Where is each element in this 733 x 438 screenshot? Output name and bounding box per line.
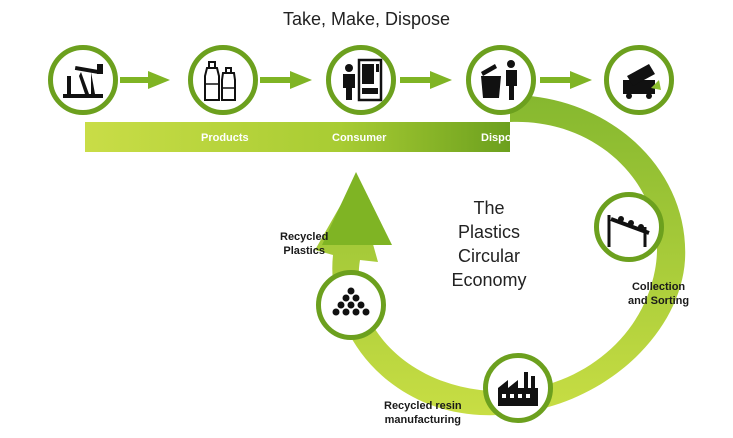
chevron-4 <box>570 71 592 89</box>
factory-icon <box>483 353 553 423</box>
center-title-line2: Plastics <box>457 222 520 242</box>
label-collection-sorting: Collection and Sorting <box>628 280 689 308</box>
chevron-2 <box>290 71 312 89</box>
stage-label-dispose: Dispose <box>481 132 524 144</box>
label-recycled-resin: Recycled resin manufacturing <box>384 399 462 427</box>
stage-label-consumer: Consumer <box>332 132 387 144</box>
center-title: The Plastics Circular Economy <box>430 196 548 292</box>
stage-label-products: Products <box>201 132 249 144</box>
page-title: Take, Make, Dispose <box>282 9 451 29</box>
label-collection-line1: Collection <box>631 281 686 293</box>
center-title-line3: Circular <box>457 246 520 266</box>
conveyor-icon <box>594 192 664 262</box>
label-recycled-plastics: Recycled Plastics <box>280 230 328 258</box>
ring-arrowhead <box>322 172 392 245</box>
vending-machine-icon <box>326 45 396 115</box>
label-resin-line1: Recycled resin <box>384 400 462 412</box>
center-title-line4: Economy <box>451 270 527 290</box>
chevron-1 <box>148 71 170 89</box>
label-resin-line2: manufacturing <box>384 414 462 426</box>
label-recycled-line2: Plastics <box>283 245 325 257</box>
landfill-truck-icon <box>604 45 674 115</box>
linear-band <box>85 122 510 152</box>
trash-bin-icon <box>466 45 536 115</box>
center-title-line1: The <box>473 198 505 218</box>
label-collection-line2: and Sorting <box>628 295 690 307</box>
oil-pump-icon <box>48 45 118 115</box>
bottles-icon <box>188 45 258 115</box>
pellets-icon <box>316 270 386 340</box>
label-recycled-line1: Recycled <box>280 231 329 243</box>
chevron-3 <box>430 71 452 89</box>
